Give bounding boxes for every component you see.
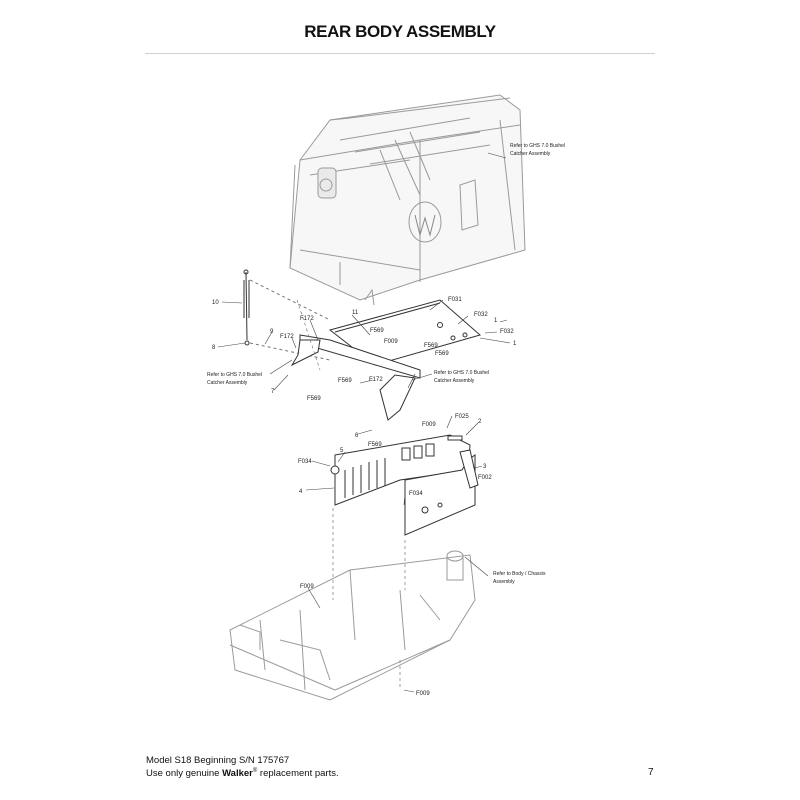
note-chassis-line2: Assembly <box>493 579 515 585</box>
note-chassis-line1: Refer to Body / Chassis <box>493 571 546 577</box>
page-number: 7 <box>648 767 654 778</box>
callout-4: 4 <box>299 489 303 495</box>
callout-f032: F032 <box>500 329 514 335</box>
footer-registered: ® <box>252 768 258 774</box>
callout-f032: F032 <box>474 312 488 318</box>
gas-strut-drawing <box>243 269 331 361</box>
callout-f172: F172 <box>300 316 314 322</box>
callout-f009: F009 <box>422 422 436 428</box>
callout-6: 6 <box>355 433 359 439</box>
callout-5: 5 <box>340 448 344 454</box>
callout-f172: F172 <box>369 377 383 383</box>
rear-panels-drawing <box>330 434 479 536</box>
callout-f569: F569 <box>307 396 321 402</box>
callout-1: 1 <box>513 341 517 347</box>
note-ghs-top-line1: Refer to GHS 7.0 Bushel <box>510 143 565 149</box>
callout-9: 9 <box>270 329 274 335</box>
footer-prefix: Use only genuine <box>146 768 223 780</box>
callout-labels: 10 9 8 F172 F172 11 F031 F032 1 F032 1 F… <box>212 297 517 697</box>
callout-f002: F002 <box>478 475 492 481</box>
title-divider <box>145 53 655 54</box>
leader-lines <box>217 152 511 693</box>
bushel-catcher-drawing <box>289 94 526 306</box>
callout-f569: F569 <box>338 378 352 384</box>
hinge-plate-drawing <box>290 299 482 421</box>
alignment-lines <box>296 299 406 690</box>
callout-2: 2 <box>478 419 482 425</box>
footer-model-line: Model S18 Beginning S/N 175767 <box>146 755 290 766</box>
callout-f031: F031 <box>448 297 462 303</box>
footer-brand: Walker <box>222 768 253 780</box>
callout-f569: F569 <box>368 442 382 448</box>
callout-f569: F569 <box>435 351 449 357</box>
chassis-drawing <box>229 550 476 701</box>
page-title: REAR BODY ASSEMBLY <box>304 22 496 41</box>
callout-f569: F569 <box>370 328 384 334</box>
callout-f569: F569 <box>424 343 438 349</box>
callout-f009: F009 <box>300 584 314 590</box>
reference-notes: Refer to GHS 7.0 Bushel Catcher Assembly… <box>207 143 565 585</box>
callout-8: 8 <box>212 345 216 351</box>
callout-f009: F009 <box>416 691 430 697</box>
footer-parts-line: Use only genuine Walker® replacement par… <box>146 766 339 779</box>
note-ghs-top-line2: Catcher Assembly <box>510 151 551 157</box>
callout-7: 7 <box>271 389 275 395</box>
callout-3: 3 <box>483 464 487 470</box>
callout-1: 1 <box>494 318 498 324</box>
callout-f034: F034 <box>298 459 312 465</box>
callout-f009: F009 <box>384 339 398 345</box>
callout-10: 10 <box>212 300 219 306</box>
footer-suffix: replacement parts. <box>257 768 339 780</box>
note-ghs-left-line2: Catcher Assembly <box>207 380 248 386</box>
note-ghs-center-line1: Refer to GHS 7.0 Bushel <box>434 370 489 376</box>
note-ghs-center-line2: Catcher Assembly <box>434 378 475 384</box>
footer: Model S18 Beginning S/N 175767 Use only … <box>146 755 339 779</box>
callout-f172: F172 <box>280 334 294 340</box>
callout-f034: F034 <box>409 491 423 497</box>
callout-11: 11 <box>352 310 359 316</box>
callout-f025: F025 <box>455 414 469 420</box>
note-ghs-left-line1: Refer to GHS 7.0 Bushel <box>207 372 262 378</box>
